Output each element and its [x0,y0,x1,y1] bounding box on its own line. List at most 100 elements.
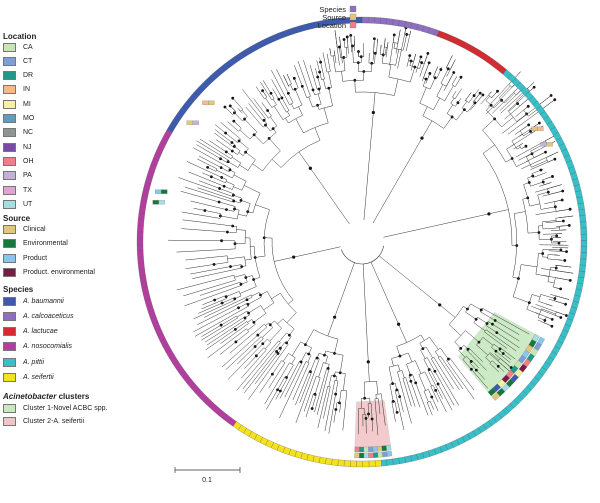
branch [290,84,294,91]
legend-label: A. calcoaceticus [23,312,74,320]
branch [440,83,447,87]
cluster-2-strip [354,452,360,459]
branch [248,348,285,400]
ring-cell [580,227,587,235]
branch [334,339,339,354]
species-ring [136,16,588,468]
branch [254,338,264,347]
branch [353,36,355,51]
branch [446,370,460,391]
ring-cell [580,234,588,241]
legend-item: NJ [3,142,32,152]
branch [285,362,290,369]
branch [558,259,565,261]
branch [410,53,417,71]
branch [422,106,428,117]
branch [371,418,374,432]
node-dot [220,301,224,305]
branch [271,292,281,299]
branch [558,215,574,219]
branch [233,186,242,191]
branch [323,362,330,365]
branch [244,230,246,244]
branch [233,316,245,325]
branch [548,298,566,305]
branch [334,380,338,382]
branch [214,295,226,301]
branch [291,103,295,110]
branch [375,393,382,395]
branch [433,357,442,370]
legend-label: NJ [23,143,32,151]
branch [276,69,289,94]
legend-swatch [3,342,16,352]
branch [482,144,495,154]
ring-cell [578,208,586,217]
branch [492,86,520,114]
branch [239,319,246,324]
branch [466,348,470,351]
branch [514,124,529,135]
branch [339,390,342,403]
branch [232,184,235,190]
branch [235,331,249,343]
branch [219,248,236,251]
branch [226,197,235,201]
branch [316,382,326,416]
branch [496,332,520,349]
branch [253,115,264,128]
branch [423,391,429,403]
branch [318,105,333,110]
branch [482,129,506,163]
branch [251,319,256,325]
branch [470,303,482,311]
branch [531,306,561,318]
branch [323,79,326,89]
branch [207,167,216,172]
branch [424,371,432,387]
legend-clusters-title: Acinetobacter clusters [3,392,89,401]
branch [280,140,321,168]
branch [222,297,235,304]
legend-item: A. nosocomialis [3,342,72,352]
branch [466,350,473,356]
legend-swatch [3,114,16,123]
branch [448,306,464,325]
branch [406,360,416,365]
branch [220,122,237,136]
branch [238,152,244,156]
legend-label: A. lactucae [23,328,58,336]
branch [504,93,515,104]
branch [286,73,291,81]
branch [185,256,220,261]
branch [542,227,560,230]
track-swatch-species [349,5,357,13]
branch [521,264,538,268]
branch [271,159,282,168]
branch [443,116,453,129]
branch [298,151,311,169]
branch [249,131,258,140]
branch [278,99,287,113]
branch [550,229,567,232]
branch [512,213,518,278]
ring-cell [578,264,586,272]
legend-source-title: Source [3,214,31,223]
legend-item: Cluster 2-A. seifertii [3,417,84,427]
legend-item: A. baumannii [3,296,64,306]
branch [504,96,531,120]
branch [285,341,289,345]
branch [535,253,539,275]
branch [257,326,268,336]
branch [264,323,268,328]
branch [263,302,275,311]
legend-swatch [3,199,16,209]
branch [288,83,292,86]
legend-swatch [3,71,16,81]
branch [295,375,308,406]
branch [204,298,244,318]
branch [238,291,242,297]
branch [514,211,526,214]
node-dot [231,224,235,228]
branch [476,369,486,380]
